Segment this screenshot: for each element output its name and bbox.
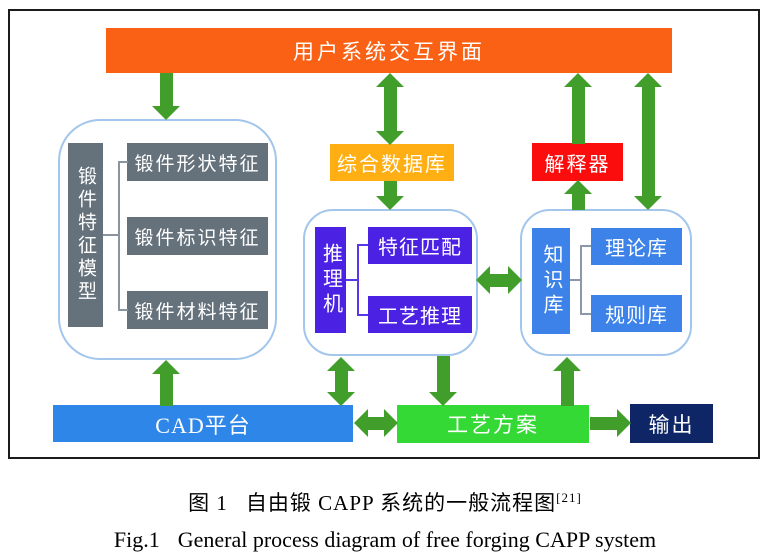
arrow-plan-to-output: [590, 409, 631, 437]
arrow-database-to-inference: [376, 181, 404, 210]
arrow-cad-to-feature-model: [152, 360, 180, 406]
arrow-ui-to-feature-model: [152, 73, 180, 120]
arrow-plan-to-knowledge: [553, 357, 581, 406]
feature-model-label: 锻件特征模型: [68, 143, 103, 327]
rule-library-box: 规则库: [591, 295, 682, 332]
theory-library-box: 理论库: [591, 228, 682, 265]
database-box: 综合数据库: [330, 144, 454, 181]
material-feature-box: 锻件材料特征: [127, 291, 268, 329]
inference-engine-label: 推理机: [315, 227, 346, 333]
right-bracket-line: [580, 245, 591, 247]
caption-en-text: General process diagram of free forging …: [177, 527, 657, 552]
knowledge-base-label: 知识库: [532, 228, 570, 334]
id-feature-box: 锻件标识特征: [127, 217, 268, 255]
arrow-inference-to-plan: [429, 356, 457, 406]
middle-bracket-line: [357, 314, 368, 316]
output-box: 输出: [630, 404, 713, 443]
arrow-inference-knowledge-bidirectional: [476, 266, 522, 294]
middle-bracket-line: [357, 244, 368, 246]
left-bracket-line: [118, 161, 128, 163]
arrow-inference-cad-bidirectional: [327, 357, 355, 406]
caption-english: Fig.1 General process diagram of free for…: [0, 527, 770, 553]
user-interface-bar: 用户系统交互界面: [106, 28, 672, 73]
right-bracket-line: [580, 313, 591, 315]
caption-zh-number: 图 1: [188, 491, 228, 515]
caption-en-number: Fig.1: [113, 527, 160, 552]
arrow-knowledge-to-interpreter: [564, 180, 592, 210]
caption-zh-text: 自由锻 CAPP 系统的一般流程图: [245, 491, 557, 515]
process-reasoning-box: 工艺推理: [368, 296, 472, 333]
feature-matching-box: 特征匹配: [368, 227, 472, 264]
cad-platform-bar: CAD平台: [53, 405, 353, 442]
right-bracket-line: [580, 245, 582, 315]
arrow-ui-knowledge-bidirectional: [634, 73, 662, 210]
middle-bracket-line: [346, 279, 359, 281]
arrow-interpreter-to-ui: [564, 73, 592, 144]
process-plan-bar: 工艺方案: [397, 405, 589, 443]
arrow-cad-plan-bidirectional: [354, 409, 398, 437]
left-bracket-line: [103, 234, 119, 236]
caption-chinese: 图 1 自由锻 CAPP 系统的一般流程图[21]: [0, 487, 770, 517]
left-bracket-line: [118, 309, 128, 311]
right-bracket-line: [570, 279, 582, 281]
left-bracket-line: [118, 161, 120, 311]
interpreter-box: 解释器: [532, 143, 623, 181]
arrow-ui-database-bidirectional: [376, 73, 404, 145]
middle-bracket-line: [357, 244, 359, 316]
caption-zh-reference: [21]: [556, 490, 582, 505]
shape-feature-box: 锻件形状特征: [127, 143, 268, 181]
